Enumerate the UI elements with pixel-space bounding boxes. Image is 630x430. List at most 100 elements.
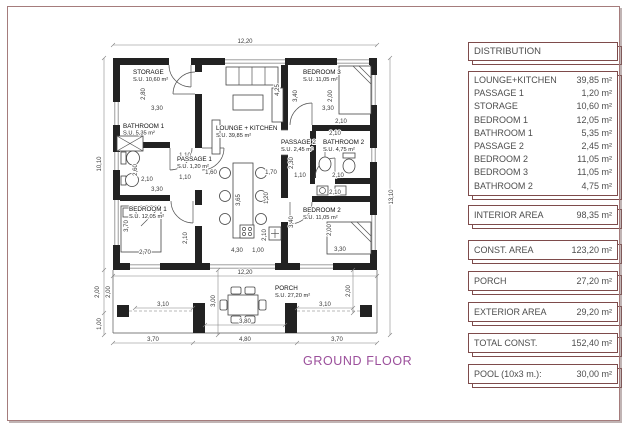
summary-interior-area: INTERIOR AREA 98,35 m² [468, 204, 622, 229]
dim-label: 1,20 [264, 192, 270, 204]
dim-label: 2,00 [346, 285, 352, 297]
distribution-panel: DISTRIBUTION LOUNGE+KITCHEN 39,85 m² PAS… [468, 42, 622, 395]
dim-label: 2,30 [289, 157, 295, 169]
summary-label: CONST. AREA [474, 244, 534, 255]
room-label: BATHROOM 2 [474, 180, 533, 191]
room-label: PASSAGE 1 [474, 88, 524, 99]
summary-exterior-area: EXTERIOR AREA 29,20 m² [468, 301, 622, 326]
dim-label: 3,30 [151, 187, 163, 193]
dim-label: 2,00 [106, 286, 112, 298]
room-name-storage: STORAGE [133, 69, 164, 76]
room-area-value: 11,05 m² [577, 154, 612, 165]
dim-label: 3,70 [147, 337, 159, 343]
summary-label: INTERIOR AREA [474, 209, 544, 220]
sheet-title: GROUND FLOOR [303, 354, 413, 368]
room-name-passage1: PASSAGE 1 [177, 156, 212, 163]
dim-label: 13,10 [389, 189, 395, 205]
interior-walls [120, 65, 370, 263]
dim-label: 2,70 [139, 250, 151, 256]
bed-icon-bedroom2 [326, 221, 372, 255]
dim-label: 3,00 [211, 295, 217, 307]
dim-label: 2,10 [262, 229, 268, 241]
room-name-passage2: PASSAGE 2 [281, 139, 316, 146]
room-label: PASSAGE 2 [474, 141, 524, 152]
doors [168, 64, 336, 225]
summary-value: 30,00 m² [576, 368, 612, 379]
stove-icon [239, 224, 255, 239]
furniture [116, 65, 372, 324]
washer-icon [316, 185, 347, 196]
exterior-walls [113, 58, 377, 270]
dim-label: 3,65 [236, 194, 242, 206]
table-row: BEDROOM 2 11,05 m² [469, 153, 617, 166]
bed-icon-bedroom1 [120, 205, 162, 253]
dim-label: 3,10 [319, 302, 331, 308]
dim-label: 12,20 [237, 270, 253, 276]
washbasin-icon-bathroom2 [318, 152, 332, 172]
washbasin-icon-bathroom1 [120, 173, 139, 187]
room-area-lounge: S.U. 39,85 m² [216, 133, 251, 139]
dim-label: 3,40 [293, 90, 299, 102]
porch-structure [112, 270, 378, 334]
room-label: LOUNGE+KITCHEN [474, 75, 557, 85]
room-area-passage1: S.U. 1,20 m² [177, 164, 209, 170]
room-label: BATHROOM 1 [474, 127, 533, 138]
dim-label: 1,10 [294, 173, 306, 179]
dim-label: 2,10 [329, 131, 341, 137]
room-label: BEDROOM 1 [474, 114, 529, 125]
room-area-value: 11,05 m² [577, 167, 612, 178]
room-area-value: 39,85 m² [576, 75, 612, 85]
dim-label: 4,25 [275, 84, 281, 96]
dining-table-icon [219, 162, 267, 239]
room-area-value: 2,45 m² [581, 141, 612, 152]
dim-label: 1,70 [265, 170, 277, 176]
dim-label: 12,20 [237, 39, 253, 45]
summary-value: 152,40 m² [571, 337, 612, 348]
summary-total-const: TOTAL CONST. 152,40 m² [468, 332, 622, 357]
toilet-icon-bathroom1 [120, 150, 140, 166]
porch-table-icon [219, 286, 267, 324]
dim-label: 2,00 [328, 90, 334, 102]
room-area-value: 10,60 m² [576, 101, 612, 112]
floor-plan-drawing: 12,20 10,10 2,00 1,00 13,10 2,80 3,30 2,… [94, 38, 396, 346]
dim-label: 2,10 [332, 173, 344, 179]
room-area-bathroom1: S.U. 5,35 m² [123, 131, 155, 137]
dim-label: 1,00 [252, 248, 264, 254]
dim-label: 2,10 [329, 190, 341, 196]
dim-label: 3,30 [334, 247, 346, 253]
dim-label: 2,10 [335, 119, 347, 125]
room-name-bedroom3: BEDROOM 3 [303, 69, 341, 76]
summary-const-area: CONST. AREA 123,20 m² [468, 239, 622, 264]
table-row: BATHROOM 2 4,75 m² [469, 180, 617, 193]
summary-value: 29,20 m² [576, 306, 612, 317]
dim-label: 1,60 [205, 170, 217, 176]
summary-label: PORCH [474, 275, 507, 286]
dim-label: 10,10 [97, 156, 103, 172]
windows [114, 59, 376, 269]
dim-label: 3,10 [157, 302, 169, 308]
dim-label: 1,10 [179, 153, 191, 159]
porch-column [117, 305, 129, 317]
dim-label: 2,00 [327, 224, 333, 236]
room-area-bedroom1: S.U. 12,05 m² [129, 214, 164, 220]
room-area-value: 5,35 m² [581, 127, 612, 138]
room-area-passage2: S.U. 2,45 m² [281, 147, 313, 153]
sofa-icon [225, 66, 284, 123]
dimension-labels: 12,20 10,10 2,00 1,00 13,10 2,80 3,30 2,… [94, 38, 396, 344]
room-label: BEDROOM 2 [474, 154, 529, 165]
dim-label: 1,00 [97, 318, 103, 330]
summary-value: 123,20 m² [571, 244, 612, 255]
room-label: BEDROOM 3 [474, 167, 529, 178]
shower-icon [116, 135, 144, 152]
room-area-storage: S.U. 10,60 m² [133, 77, 168, 83]
dim-label: 3,30 [322, 106, 334, 112]
distribution-header: DISTRIBUTION [468, 42, 622, 65]
room-name-bathroom2: BATHROOM 2 [323, 139, 365, 146]
summary-label: POOL (10x3 m.): [474, 368, 542, 379]
porch-pillar [285, 303, 297, 333]
summary-value: 98,35 m² [576, 209, 612, 220]
dim-label: 2,60 [133, 164, 139, 176]
dim-label: 3,70 [124, 220, 130, 232]
room-area-porch: S.U. 27,20 m² [275, 293, 310, 299]
toilet-icon-bathroom2 [342, 152, 356, 174]
